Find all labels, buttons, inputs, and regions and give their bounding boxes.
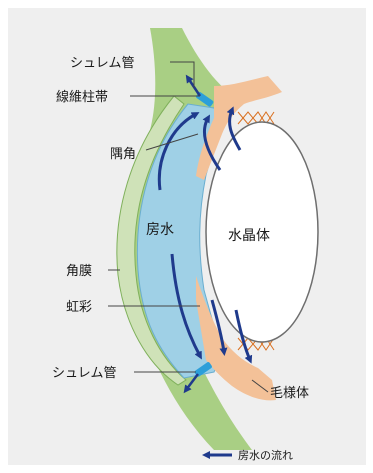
label-schlemm-canal-top: シュレム管 <box>70 56 134 71</box>
legend: 房水の流れ <box>206 448 293 462</box>
label-angle: 隅角 <box>110 147 136 162</box>
label-ciliary-body: 毛様体 <box>270 386 309 401</box>
label-cornea: 角膜 <box>66 264 92 279</box>
legend-text: 房水の流れ <box>238 448 293 462</box>
label-iris: 虹彩 <box>66 300 92 315</box>
label-schlemm-canal-bottom: シュレム管 <box>52 366 116 381</box>
label-lens: 水晶体 <box>228 228 270 244</box>
label-trabecular-meshwork: 線維柱帯 <box>56 89 108 105</box>
label-aqueous-humor: 房水 <box>146 222 174 238</box>
